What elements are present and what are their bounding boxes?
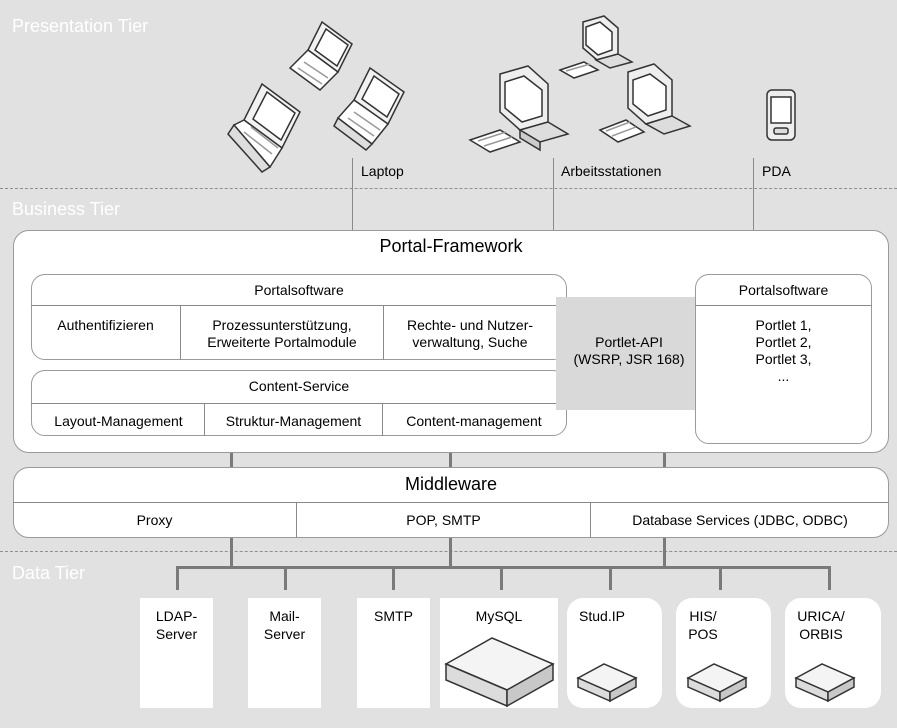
tier-divider-business-data — [0, 551, 897, 552]
content-service-sep-1 — [204, 403, 205, 436]
portalsoftware-right-title: Portalsoftware — [738, 282, 829, 298]
data-bus — [176, 566, 831, 569]
bus-drop-ldap — [176, 566, 179, 590]
mysql-label: MySQL — [475, 608, 523, 624]
bus-drop-urica-orbis — [828, 566, 831, 590]
bus-drop-mail — [284, 566, 287, 590]
cell-authentifizieren: Authentifizieren — [57, 317, 154, 333]
data-box-smtp — [357, 598, 430, 708]
cell-rechte-nutzer: Rechte- und Nutzer- — [406, 317, 534, 333]
urica-orbis-label-1: URICA/ — [797, 608, 845, 624]
portalsoftware-left-sep-1 — [180, 305, 181, 360]
business-tier-label: Business Tier — [12, 199, 121, 219]
ldap-label-1: LDAP- — [155, 608, 198, 624]
bus-drop-mysql — [500, 566, 503, 590]
portal-framework-title: Portal-Framework — [379, 236, 523, 256]
connector-portal-middleware-2 — [449, 453, 452, 467]
connector-middleware-bus-3 — [663, 538, 666, 568]
pda-icon — [766, 89, 796, 141]
his-pos-label-1: HIS/ — [689, 608, 717, 624]
studip-label: Stud.IP — [579, 608, 625, 624]
smtp-label: SMTP — [374, 608, 413, 624]
pda-label: PDA — [762, 163, 791, 179]
cell-verwaltung-suche: verwaltung, Suche — [412, 334, 528, 350]
middleware-database-services: Database Services (JDBC, ODBC) — [632, 512, 848, 528]
cell-content-management: Content-management — [406, 413, 542, 429]
cell-struktur-management: Struktur-Management — [225, 413, 362, 429]
laptop-connector — [352, 158, 353, 230]
ldap-label-2: Server — [155, 626, 198, 642]
bus-drop-smtp — [392, 566, 395, 590]
middleware-sep-1 — [296, 502, 297, 538]
laptop-icon — [227, 20, 405, 173]
connector-middleware-bus-1 — [230, 538, 233, 568]
cell-erweiterte-portalmodule: Erweiterte Portalmodule — [207, 334, 357, 350]
portlet-api-standards: (WSRP, JSR 168) — [573, 351, 685, 367]
middleware-sep-2 — [590, 502, 591, 538]
middleware-pop-smtp: POP, SMTP — [406, 512, 481, 528]
portlet-3: Portlet 3, — [755, 351, 812, 367]
cell-layout-management: Layout-Management — [54, 413, 183, 429]
portalsoftware-left-divider — [31, 305, 567, 306]
bus-drop-his-pos — [719, 566, 722, 590]
portlet-api-title: Portlet-API — [595, 334, 663, 350]
his-pos-label-2: POS — [688, 626, 718, 642]
portalsoftware-left-box — [31, 274, 567, 360]
portalsoftware-left-sep-2 — [383, 305, 384, 360]
portalsoftware-left-title: Portalsoftware — [254, 282, 344, 298]
presentation-tier-label: Presentation Tier — [12, 16, 149, 36]
portlet-2: Portlet 2, — [755, 334, 812, 350]
data-box-ldap — [140, 598, 213, 708]
mail-label-1: Mail- — [269, 608, 300, 624]
content-service-title: Content-Service — [248, 378, 350, 394]
urica-orbis-label-2: ORBIS — [799, 626, 843, 642]
data-box-mail — [248, 598, 321, 708]
portlet-api-box — [556, 297, 702, 410]
portalsoftware-right-box — [695, 274, 872, 444]
data-tier-label: Data Tier — [12, 563, 86, 583]
portlet-1: Portlet 1, — [755, 317, 812, 333]
content-service-divider — [31, 403, 567, 404]
workstations-connector — [553, 158, 554, 238]
middleware-proxy: Proxy — [136, 512, 173, 528]
connector-middleware-bus-2 — [449, 538, 452, 568]
pda-connector — [753, 158, 754, 238]
middleware-title: Middleware — [404, 474, 498, 494]
workstation-icon — [468, 15, 692, 153]
connector-portal-middleware-1 — [230, 453, 233, 467]
middleware-divider — [13, 502, 889, 503]
cell-prozessunterstuetzung: Prozessunterstützung, — [212, 317, 352, 333]
laptop-label: Laptop — [361, 163, 404, 179]
bus-drop-studip — [609, 566, 612, 590]
content-service-sep-2 — [382, 403, 383, 436]
portlet-more: ... — [777, 368, 790, 384]
portalsoftware-right-divider — [695, 305, 872, 306]
workstations-label: Arbeitsstationen — [561, 163, 662, 179]
mail-label-2: Server — [263, 626, 306, 642]
tier-divider-presentation-business — [0, 188, 897, 189]
connector-portal-middleware-3 — [663, 453, 666, 467]
